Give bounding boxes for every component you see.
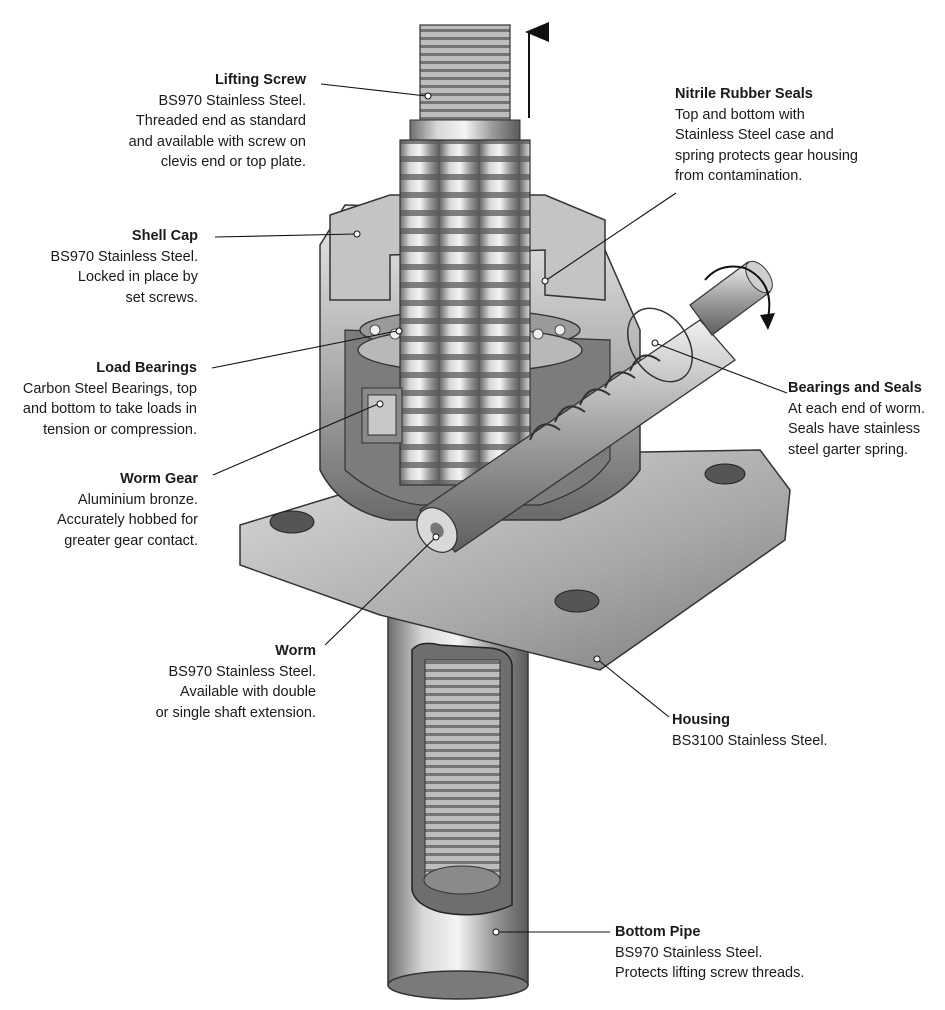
callout-desc: Carbon Steel Bearings, top and bottom to… bbox=[22, 380, 197, 438]
callout-nitrile-seals: Nitrile Rubber Seals Top and bottom with… bbox=[675, 84, 858, 187]
callout-desc: BS970 Stainless Steel. Locked in place b… bbox=[50, 248, 198, 306]
callout-desc: BS3100 Stainless Steel. bbox=[672, 732, 828, 749]
callout-title: Load Bearings bbox=[96, 360, 197, 376]
leader-dots bbox=[353, 92, 659, 936]
callout-title: Bearings and Seals bbox=[788, 380, 922, 396]
callout-bottom-pipe: Bottom Pipe BS970 Stainless Steel. Prote… bbox=[615, 922, 804, 984]
callout-title: Lifting Screw bbox=[214, 72, 306, 88]
callout-desc: BS970 Stainless Steel. Available with do… bbox=[155, 663, 316, 721]
callout-housing: Housing BS3100 Stainless Steel. bbox=[672, 710, 828, 751]
callout-load-bearings: Load Bearings Carbon Steel Bearings, top… bbox=[23, 358, 197, 440]
callout-desc: At each end of worm. Seals have stainles… bbox=[788, 400, 926, 458]
callout-title: Housing bbox=[672, 712, 730, 728]
callout-lifting-screw: Lifting Screw BS970 Stainless Steel. Thr… bbox=[129, 70, 306, 173]
worm-gear-shape bbox=[361, 387, 403, 444]
callout-shell-cap: Shell Cap BS970 Stainless Steel. Locked … bbox=[50, 226, 198, 308]
callout-title: Nitrile Rubber Seals bbox=[675, 86, 813, 102]
lifting-screw-shape bbox=[399, 24, 531, 486]
callout-worm-gear: Worm Gear Aluminium bronze. Accurately h… bbox=[57, 469, 198, 551]
callout-bearings-seals: Bearings and Seals At each end of worm. … bbox=[788, 378, 925, 460]
callout-title: Worm bbox=[275, 643, 316, 659]
rotation-arrowhead bbox=[760, 313, 775, 330]
callout-desc: Aluminium bronze. Accurately hobbed for … bbox=[56, 491, 198, 549]
leader-lines bbox=[211, 83, 788, 933]
callout-title: Shell Cap bbox=[131, 228, 198, 244]
callout-desc: BS970 Stainless Steel. Threaded end as s… bbox=[128, 92, 306, 171]
callout-title: Bottom Pipe bbox=[615, 924, 701, 940]
rotation-arrow bbox=[704, 265, 771, 319]
callout-desc: Top and bottom with Stainless Steel case… bbox=[675, 106, 858, 185]
callout-desc: BS970 Stainless Steel. Protects lifting … bbox=[615, 944, 805, 982]
callout-title: Worm Gear bbox=[120, 471, 198, 487]
bottom-pipe-shape bbox=[387, 599, 529, 1000]
callout-worm: Worm BS970 Stainless Steel. Available wi… bbox=[156, 641, 316, 723]
